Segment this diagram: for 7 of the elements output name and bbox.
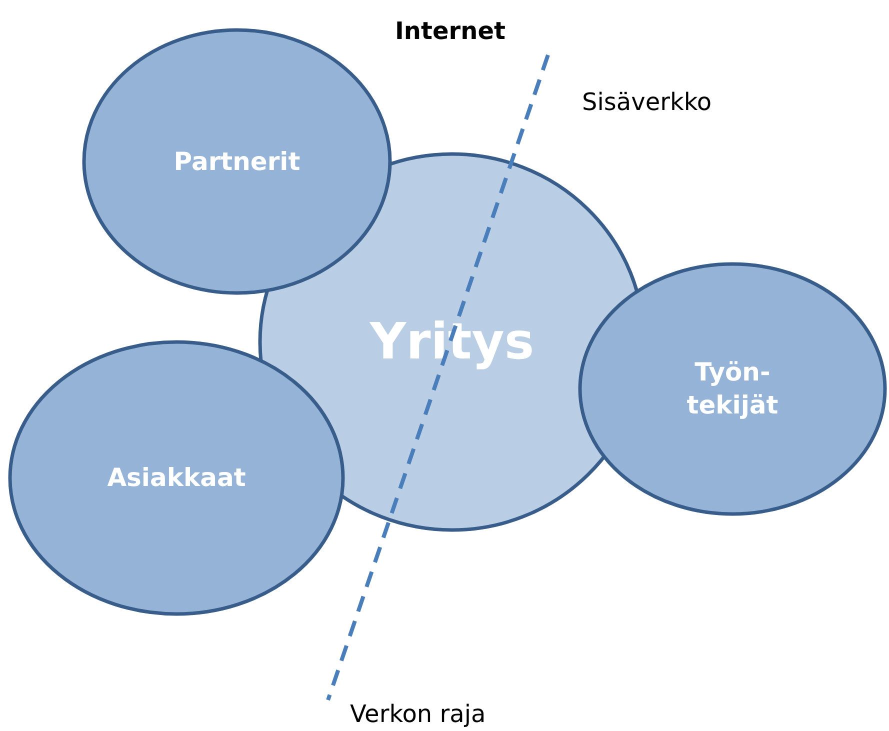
region-label: Internet xyxy=(395,17,506,45)
node-label: Työn- tekijät xyxy=(686,356,780,421)
node-label: Asiakkaat xyxy=(106,462,247,494)
region-label: Sisäverkko xyxy=(582,88,712,116)
region-label: Verkon raja xyxy=(350,700,486,728)
node-label: Partnerit xyxy=(172,145,302,178)
node-label: Yritys xyxy=(368,312,536,372)
